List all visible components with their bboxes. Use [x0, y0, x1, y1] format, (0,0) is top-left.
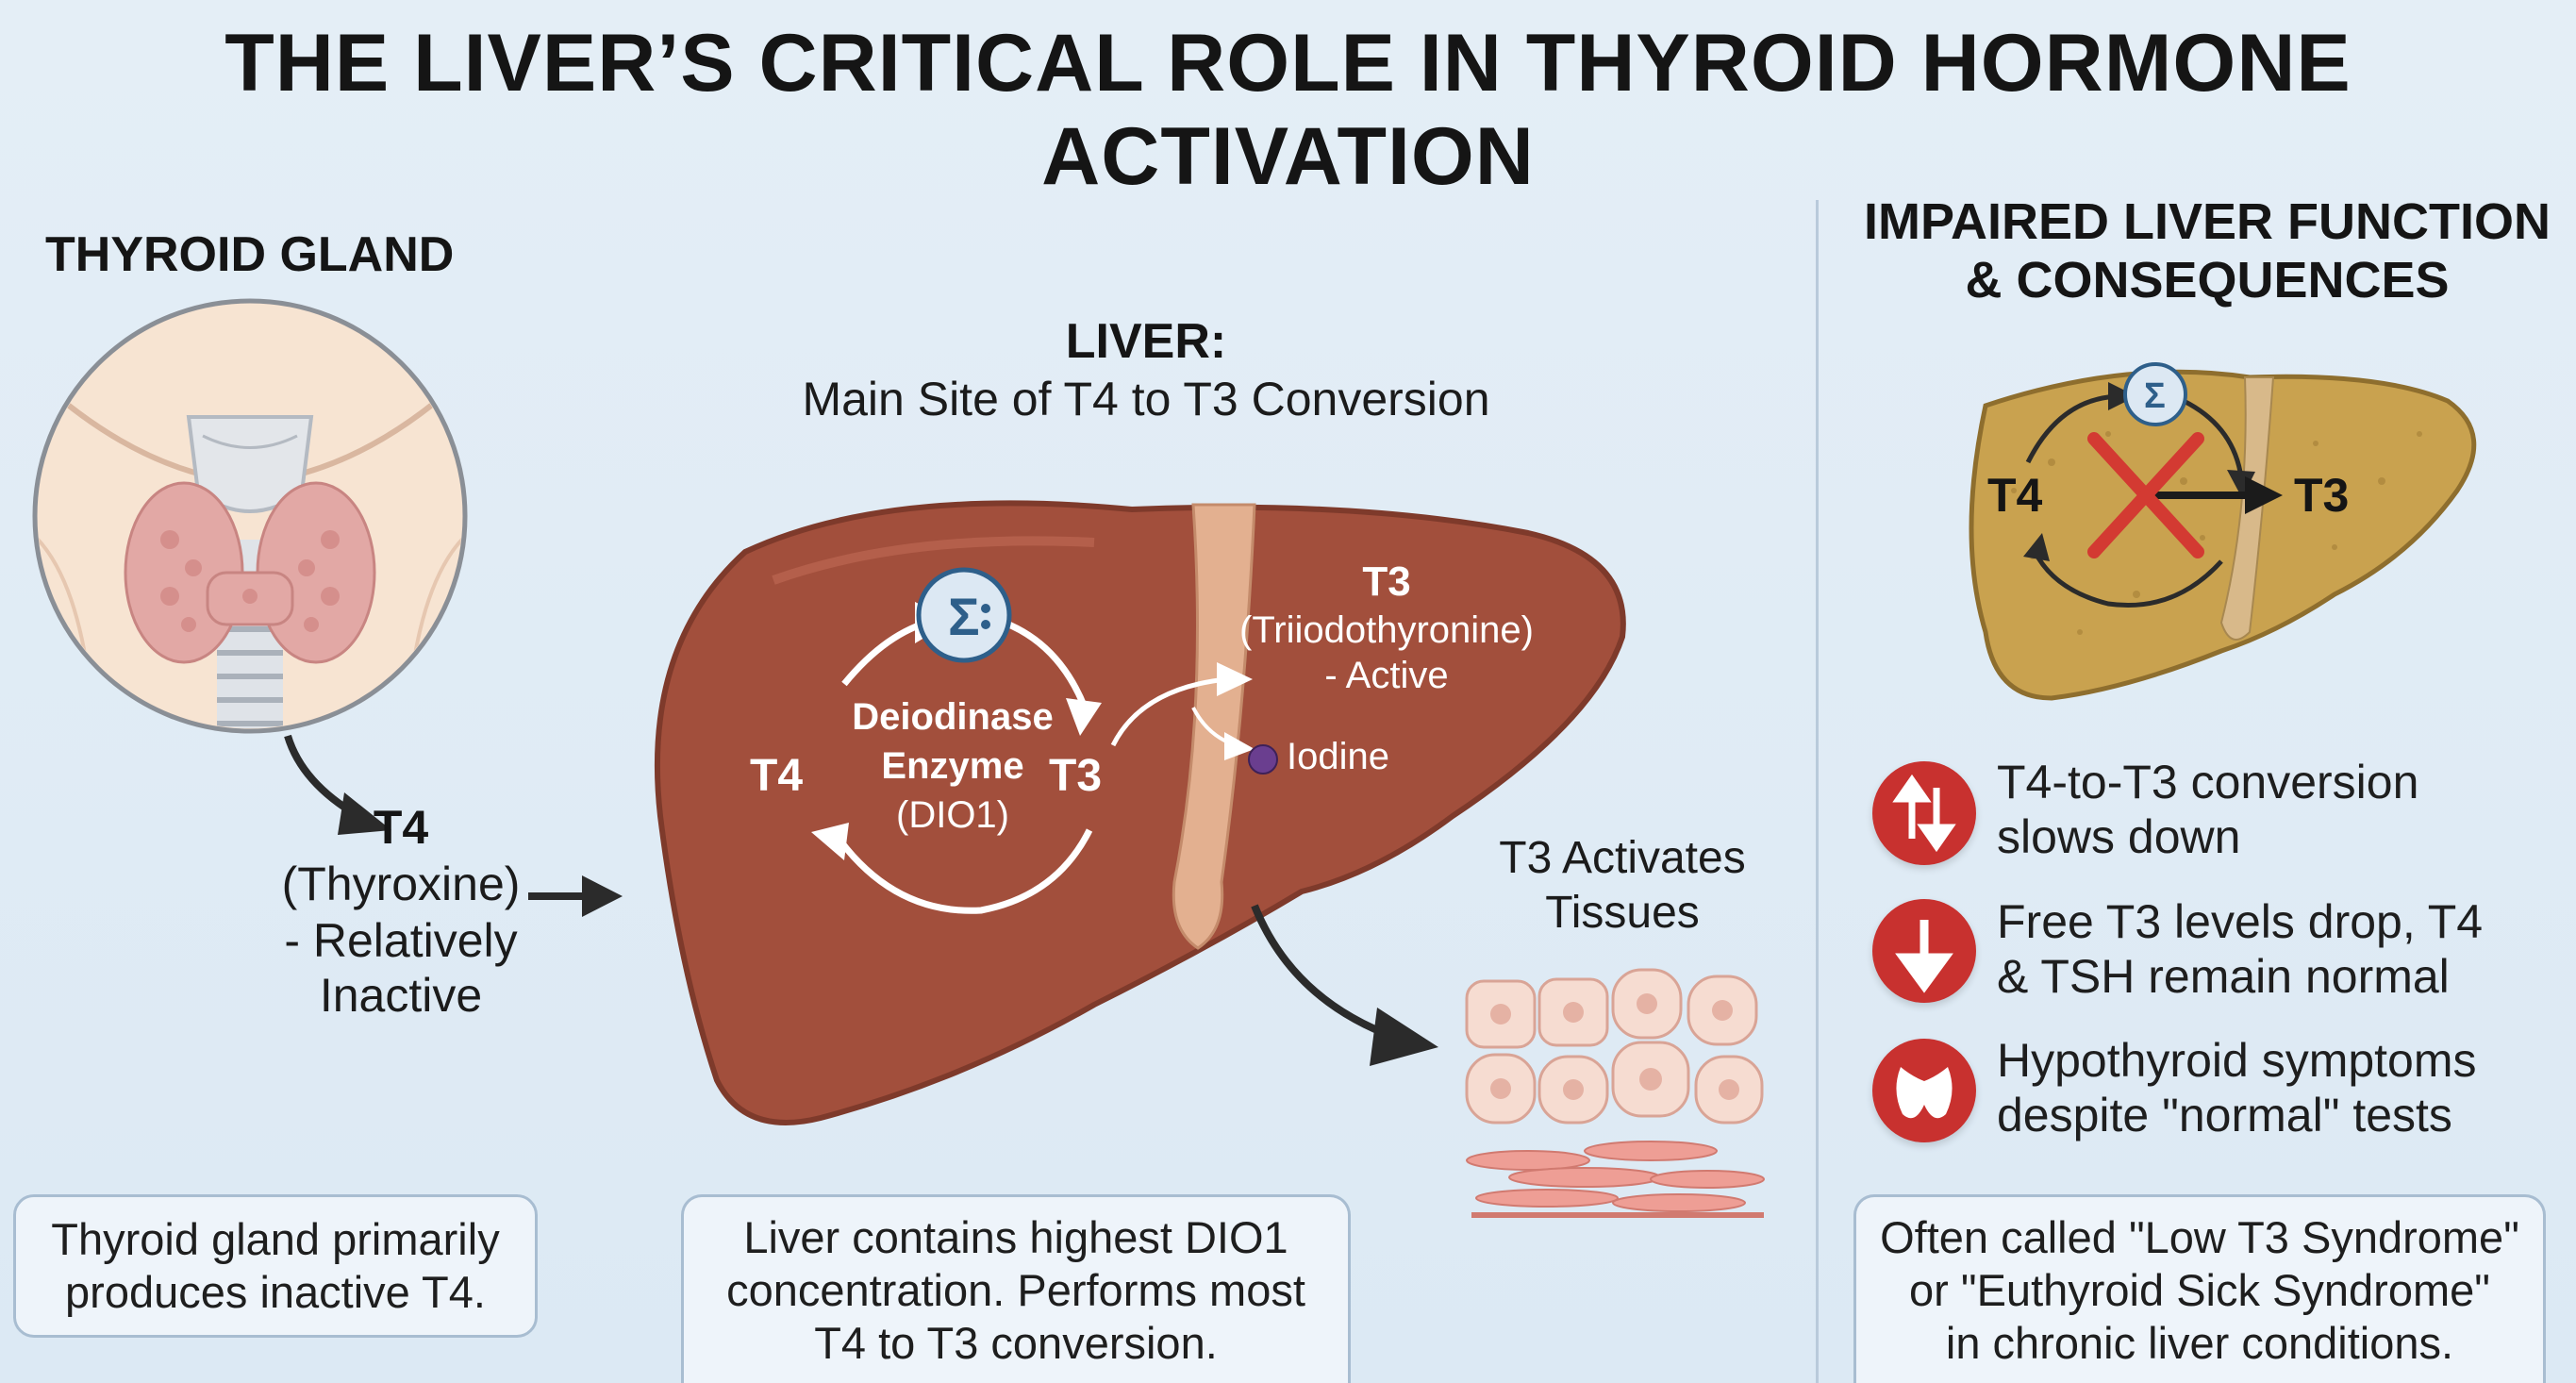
liver-subheading: Main Site of T4 to T3 Conversion: [802, 373, 1490, 425]
enzyme-line-2: Enzyme: [881, 745, 1024, 787]
up-down-arrows-icon: [1872, 761, 1976, 865]
consequence-2-line-1: Free T3 levels drop, T4: [1997, 895, 2484, 948]
consequence-1-line-2: slows down: [1997, 810, 2241, 863]
thyroid-box-line-1: Thyroid gland primarily: [51, 1214, 500, 1264]
triiodothyronine-label: (Triiodothyronine): [1239, 609, 1534, 651]
consequence-1-line-1: T4-to-T3 conversion: [1997, 756, 2419, 808]
page-title: THE LIVER’S CRITICAL ROLE IN THYROID HOR…: [224, 18, 2352, 202]
iodine-label: Iodine: [1287, 736, 1389, 777]
thyroxine-label: (Thyroxine): [281, 858, 521, 910]
down-arrow-icon: [1872, 899, 1976, 1003]
thyroid-t4-label: T4: [373, 801, 429, 854]
impaired-heading-line-2: & CONSEQUENCES: [1965, 252, 2450, 308]
t3-active-note: - Active: [1324, 655, 1449, 696]
thyroid-icon: [1872, 1039, 1976, 1142]
thyroid-to-t4-arrow: [284, 734, 391, 835]
iodine-icon: [1248, 744, 1278, 775]
liver-box-line-2: concentration. Performs most: [726, 1264, 1305, 1315]
liver-t3-label: T3: [1049, 751, 1103, 801]
product-t3-label: T3: [1362, 558, 1411, 605]
impaired-box-line-1: Often called "Low T3 Syndrome": [1880, 1211, 2519, 1262]
deiodinase-cycle: Σ: [811, 567, 1102, 914]
liver-t4-label: T4: [750, 751, 804, 801]
enzyme-line-3: (DIO1): [896, 794, 1009, 836]
impaired-heading-line-1: IMPAIRED LIVER FUNCTION: [1864, 193, 2551, 250]
liver-illustration: [654, 500, 1626, 1125]
t4-note-line-2: Inactive: [319, 969, 483, 1022]
tissues-line-1: T3 Activates: [1499, 833, 1746, 883]
liver-box-line-3: T4 to T3 conversion.: [814, 1317, 1218, 1368]
enzyme-icon: Σ: [948, 587, 980, 646]
liver-to-tissues-arrow: [1251, 904, 1438, 1066]
enzyme-line-1: Deiodinase: [852, 696, 1054, 738]
consequence-2-line-2: & TSH remain normal: [1997, 950, 2450, 1003]
tissues-line-2: Tissues: [1545, 888, 1700, 938]
liver-heading: LIVER:: [1065, 314, 1227, 369]
impaired-enzyme-icon: Σ: [2144, 376, 2166, 416]
thyroid-box-line-2: produces inactive T4.: [65, 1267, 486, 1317]
tissue-cells-illustration: [1465, 968, 1765, 1218]
consequence-3-line-2: despite "normal" tests: [1997, 1089, 2452, 1141]
consequence-3-line-1: Hypothyroid symptoms: [1997, 1034, 2477, 1087]
impaired-info-box: Often called "Low T3 Syndrome" or "Euthy…: [1853, 1194, 2546, 1383]
impaired-box-line-2: or "Euthyroid Sick Syndrome": [1909, 1264, 2490, 1315]
liver-box-line-1: Liver contains highest DIO1: [743, 1211, 1288, 1262]
impaired-t3-label: T3: [2294, 469, 2350, 522]
t4-to-liver-arrow: [528, 875, 623, 917]
impaired-t4-label: T4: [1987, 469, 2043, 522]
impaired-box-line-3: in chronic liver conditions.: [1945, 1317, 2454, 1368]
thyroid-heading: THYROID GLAND: [45, 227, 455, 282]
diseased-liver-illustration: Σ: [1969, 362, 2477, 701]
thyroid-gland-illustration: [32, 298, 468, 734]
liver-info-box: Liver contains highest DIO1 concentratio…: [681, 1194, 1351, 1383]
t3-release-arrows: [1110, 662, 1255, 760]
t4-note-line-1: - Relatively: [284, 914, 518, 967]
section-divider: [1816, 200, 1819, 1383]
thyroid-info-box: Thyroid gland primarily produces inactiv…: [13, 1194, 538, 1338]
